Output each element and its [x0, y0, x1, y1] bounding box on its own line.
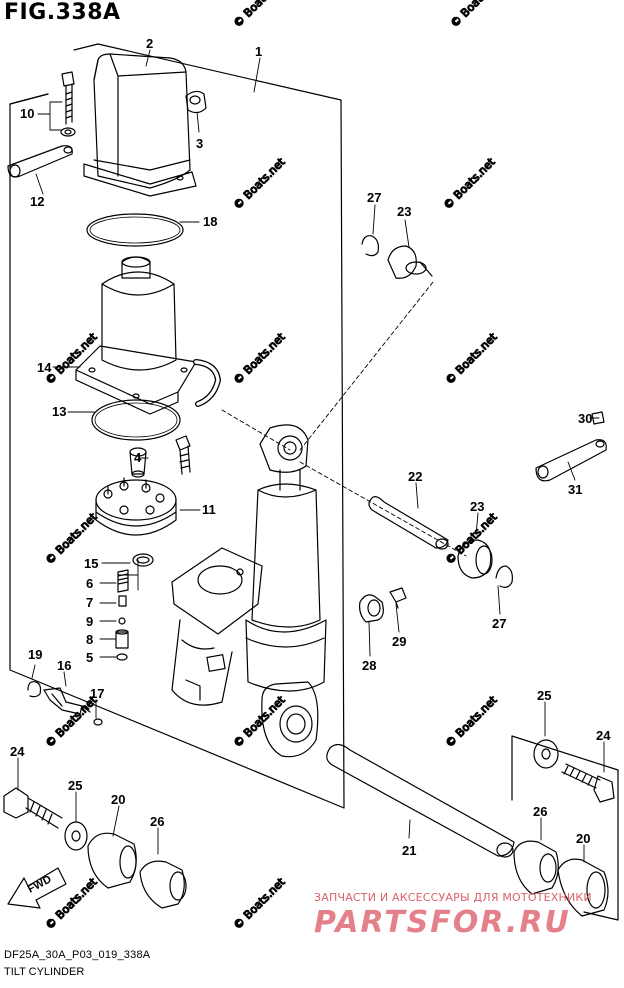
watermark: © Boats.net: [231, 693, 288, 750]
watermark: © Boats.net: [443, 693, 500, 750]
callout-27-lower: 27: [492, 616, 506, 631]
watermark: © Boats.net: [443, 330, 500, 387]
callout-26-left: 26: [150, 814, 164, 829]
lower-housing: [171, 547, 263, 706]
part-24-25-right: [533, 739, 615, 803]
callout-24-left: 24: [10, 744, 25, 759]
brand-tagline: ЗАПЧАСТИ И АКСЕССУАРЫ ДЛЯ МОТОТЕХНИКИ: [314, 891, 592, 904]
callout-20-right: 20: [576, 831, 590, 846]
callout-1: 1: [255, 44, 262, 59]
callout-11: 11: [202, 502, 216, 517]
watermark: © Boats.net: [441, 155, 498, 212]
callout-21: 21: [402, 843, 416, 858]
callout-29: 29: [392, 634, 406, 649]
callout-6: 6: [86, 576, 93, 591]
callout-9: 9: [86, 614, 93, 629]
callout-26-right: 26: [533, 804, 547, 819]
part-4-filter: [129, 447, 147, 478]
watermark: © Boats.net: [231, 0, 288, 30]
leader-lines: [17, 49, 605, 863]
callout-20-left: 20: [111, 792, 125, 807]
brand-logo: PARTSFOR.RU: [314, 905, 571, 940]
tilt-cylinder: [245, 424, 327, 758]
callout-13: 13: [52, 404, 66, 419]
watermark: © Boats.net: [231, 875, 288, 932]
reference-code: DF25A_30A_P03_019_338A: [4, 949, 151, 961]
part-18-o-ring: [86, 213, 184, 247]
callout-3: 3: [196, 136, 203, 151]
part-21-shaft: [326, 743, 515, 858]
callout-14: 14: [37, 360, 52, 375]
watermark: © Boats.net: [231, 155, 288, 212]
callout-5: 5: [86, 650, 93, 665]
part-3-plug: [185, 90, 207, 114]
watermark: © Boats.net: [448, 0, 505, 30]
part-10-screw-washer: [60, 71, 76, 137]
callout-12: 12: [30, 194, 44, 209]
part-2-cover: [83, 53, 197, 197]
part-bolt: [175, 435, 191, 475]
part-11-pump: [95, 477, 177, 536]
part-12-clamp: [7, 145, 73, 178]
part-27-lower-clip: [495, 565, 513, 588]
callout-15: 15: [84, 556, 98, 571]
part-14-motor: [75, 256, 221, 415]
fwd-arrow-icon: FWD: [7, 867, 67, 909]
callout-10: 10: [20, 106, 34, 121]
callout-22: 22: [408, 469, 422, 484]
right-assembly-bracket: [511, 735, 619, 921]
callout-31: 31: [568, 482, 582, 497]
part-16-17-19: [27, 681, 103, 726]
callout-27-upper: 27: [367, 190, 381, 205]
callout-25-right: 25: [537, 688, 551, 703]
part-23-lower-bushing: [457, 539, 493, 579]
part-24-25-20-26-left: [3, 787, 187, 909]
assembly-boundary: [9, 43, 345, 809]
part-26-20-right: [513, 840, 609, 917]
figure-caption: TILT CYLINDER: [4, 966, 85, 978]
part-30-31: [535, 411, 607, 482]
callout-19: 19: [28, 647, 42, 662]
callout-2: 2: [146, 36, 153, 51]
callout-8: 8: [86, 632, 93, 647]
watermark: © Boats.net: [43, 330, 100, 387]
callout-16: 16: [57, 658, 71, 673]
callout-7: 7: [86, 595, 93, 610]
callout-17: 17: [90, 686, 104, 701]
callout-24-right: 24: [596, 728, 611, 743]
part-28-29: [359, 587, 407, 623]
figure-title: FIG.338A: [4, 0, 121, 25]
callout-28: 28: [362, 658, 376, 673]
callout-4: 4: [134, 450, 142, 465]
part-27-23-upper: [361, 235, 433, 279]
callout-18: 18: [203, 214, 217, 229]
callout-23-upper: 23: [397, 204, 411, 219]
small-valve-parts: [115, 553, 154, 661]
callout-30: 30: [578, 411, 592, 426]
watermark: © Boats.net: [231, 330, 288, 387]
callout-23-lower: 23: [470, 499, 484, 514]
part-22-pin: [368, 496, 449, 550]
callout-labels: 1 2 3 4 5 6 7 8 9 10 11 12 13 14 15 16 1…: [10, 36, 611, 858]
callout-25-left: 25: [68, 778, 82, 793]
part-13-o-ring: [91, 399, 181, 441]
